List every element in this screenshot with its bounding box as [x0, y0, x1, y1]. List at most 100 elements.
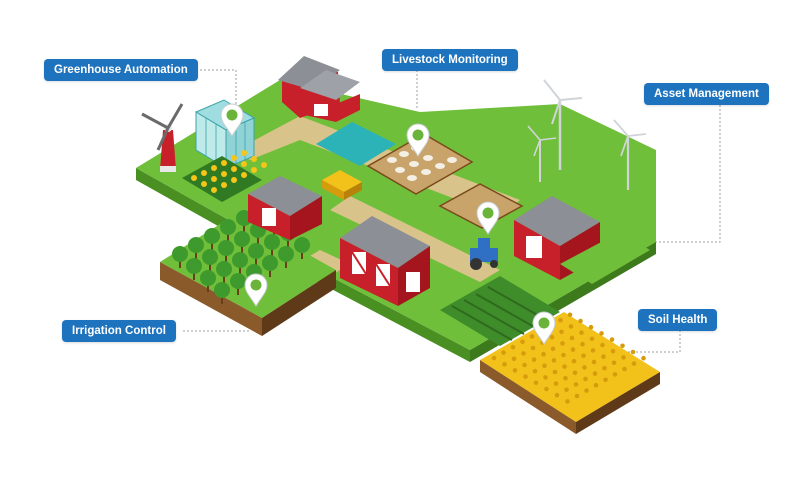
- sunflower-bed: [182, 150, 267, 202]
- tree: [188, 237, 204, 253]
- tree-trunk: [223, 275, 225, 283]
- tree-trunk: [221, 296, 223, 304]
- map-pin-icon: [476, 201, 500, 235]
- wheat-plant: [580, 341, 585, 347]
- label-irrigation-control: Irrigation Control: [62, 320, 176, 342]
- tree-trunk: [195, 251, 197, 259]
- tree-trunk: [269, 269, 271, 277]
- tree: [264, 234, 280, 250]
- sheep: [447, 157, 457, 163]
- sunflower: [231, 155, 237, 161]
- tree-trunk: [257, 236, 259, 244]
- wheat-plant: [610, 348, 616, 354]
- wheat-plant: [552, 369, 558, 375]
- sunflower: [251, 167, 257, 173]
- wheat-plant: [631, 361, 637, 366]
- wheat-plant: [609, 337, 615, 342]
- sunflower: [241, 172, 247, 178]
- wheat-field: [480, 312, 660, 434]
- wheat-plant: [574, 393, 580, 399]
- tree-trunk: [237, 287, 239, 295]
- wheat-plant: [550, 346, 556, 352]
- wheat-plant: [612, 372, 618, 377]
- wheat-plant: [521, 351, 526, 356]
- sunflower: [241, 150, 247, 156]
- wheat-plant: [602, 365, 607, 371]
- tree: [172, 246, 188, 262]
- sheep: [399, 151, 409, 157]
- tractor-icon: [470, 238, 498, 270]
- tree-trunk: [179, 260, 181, 268]
- wheat-plant: [512, 368, 518, 373]
- tree: [200, 270, 216, 286]
- wheat-plant: [571, 358, 577, 364]
- tree: [230, 273, 246, 289]
- wheat-plant: [569, 335, 575, 341]
- sheep: [387, 157, 397, 163]
- harvester: [322, 170, 362, 200]
- wheat-plant: [558, 317, 563, 323]
- pasture-right: [560, 232, 650, 284]
- tree: [220, 219, 236, 235]
- tree: [216, 261, 232, 277]
- tree: [214, 282, 230, 298]
- label-asset-management: Asset Management: [644, 83, 769, 105]
- tree-trunk: [241, 245, 243, 253]
- sunflower: [221, 160, 227, 166]
- sheep: [395, 167, 405, 173]
- tree-trunk: [301, 251, 303, 259]
- wheat-plant: [542, 363, 547, 369]
- wheat-plant: [529, 334, 535, 339]
- wheat-plant: [584, 388, 589, 393]
- label-greenhouse-automation: Greenhouse Automation: [44, 59, 198, 81]
- wheat-plant: [570, 347, 576, 352]
- tree: [202, 249, 218, 265]
- wheat-plant: [590, 348, 596, 353]
- tree: [234, 231, 250, 247]
- wheat-plant: [565, 399, 570, 404]
- wheat-plant: [544, 386, 549, 392]
- tree: [204, 228, 220, 244]
- wheat-plant: [553, 381, 559, 386]
- sunflower: [211, 187, 217, 193]
- wheat-plant: [563, 375, 568, 381]
- label-soil-health: Soil Health: [638, 309, 718, 331]
- water-pool: [316, 122, 396, 166]
- wheat-plant: [581, 353, 586, 359]
- wheat-plant: [551, 358, 557, 363]
- wheat-plant: [593, 382, 599, 388]
- sheep: [421, 169, 431, 175]
- tree: [186, 258, 202, 274]
- sheep: [407, 175, 417, 181]
- sheep: [423, 155, 433, 161]
- tree: [248, 243, 264, 259]
- tree: [278, 246, 294, 262]
- wheat-plant: [600, 342, 605, 348]
- map-pin-icon: [220, 103, 244, 137]
- sunflower: [211, 165, 217, 171]
- wheat-plant: [554, 392, 560, 398]
- wheat-plant: [549, 334, 555, 340]
- wheat-plant: [603, 377, 608, 383]
- wheat-plant: [588, 324, 594, 330]
- wheat-plant: [533, 380, 539, 386]
- wheat-plant: [573, 382, 579, 387]
- wheat-plant: [564, 387, 569, 393]
- tree-trunk: [193, 272, 195, 280]
- wheat-plant: [511, 356, 517, 362]
- barn-top: [278, 56, 360, 122]
- wheat-plant: [641, 355, 646, 361]
- wheat-plant: [583, 376, 588, 382]
- tree-trunk: [207, 284, 209, 292]
- wheat-plant: [567, 312, 573, 318]
- wheat-plant: [532, 368, 538, 374]
- wheat-plant: [599, 331, 604, 336]
- sunflower: [201, 170, 207, 176]
- sunflower: [221, 171, 227, 177]
- wheat-plant: [582, 365, 587, 370]
- sunflower: [201, 181, 207, 187]
- tree-trunk: [211, 242, 213, 250]
- wheat-plant: [611, 360, 617, 366]
- tree-trunk: [285, 260, 287, 268]
- wheat-plant: [560, 341, 565, 346]
